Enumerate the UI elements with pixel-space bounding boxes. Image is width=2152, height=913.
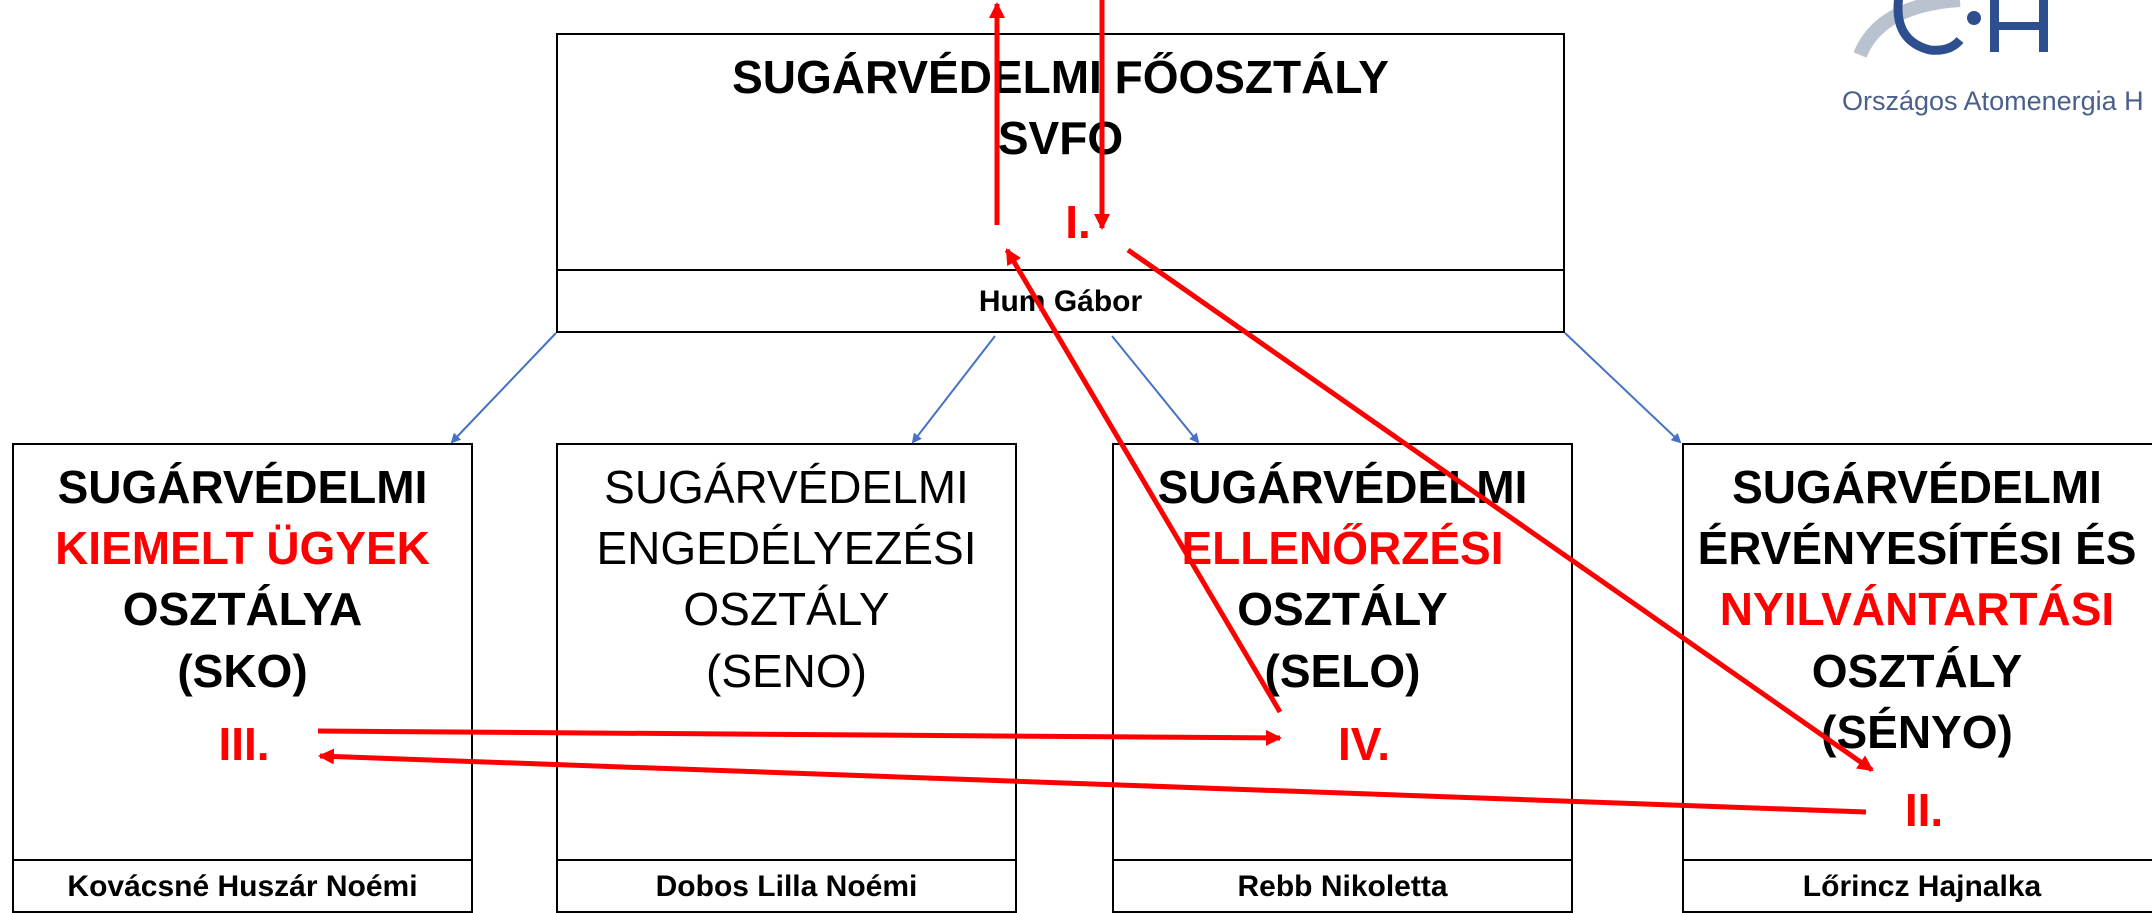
department-line: ENGEDÉLYEZÉSI	[596, 522, 977, 575]
flow-arrow-to-senyo	[1126, 247, 1874, 773]
hierarchy-connector	[450, 332, 557, 444]
department-line: ELLENŐRZÉSI	[1181, 522, 1504, 575]
hierarchy-connector	[1111, 335, 1200, 444]
department-line: OSZTÁLY	[1237, 583, 1448, 636]
head-department-head: Hum Gábor	[558, 269, 1563, 331]
department-abbr: (SELO)	[1264, 644, 1421, 697]
flow-arrow-sko-to-selo	[317, 728, 1282, 746]
numeral-label: I.	[1065, 196, 1091, 248]
oah-logo	[1840, 0, 2152, 130]
department-line: OSZTÁLY	[683, 583, 890, 636]
head-department-title: SUGÁRVÉDELMI FŐOSZTÁLY	[732, 51, 1389, 103]
department-line: SUGÁRVÉDELMI	[57, 461, 428, 513]
department-box-senyo: SUGÁRVÉDELMI ÉRVÉNYESÍTÉSI ÉS NYILVÁNTAR…	[1682, 443, 2152, 913]
department-abbr: (SENO)	[706, 644, 867, 697]
numeral-label: III.	[218, 718, 270, 770]
logo-org-text: Országos Atomenergia H	[1842, 86, 2144, 116]
department-box-selo: SUGÁRVÉDELMI ELLENŐRZÉSI OSZTÁLY (SELO) …	[1112, 443, 1573, 913]
numeral-label: II.	[1904, 784, 1944, 836]
department-line: SUGÁRVÉDELMI	[604, 461, 969, 513]
hierarchy-connector	[911, 335, 996, 444]
department-line: ÉRVÉNYESÍTÉSI ÉS	[1697, 522, 2137, 575]
department-box-seno: SUGÁRVÉDELMI ENGEDÉLYEZÉSI OSZTÁLY (SENO…	[556, 443, 1017, 913]
department-line: KIEMELT ÜGYEK	[55, 522, 430, 575]
connector-overlay	[317, 0, 1874, 815]
department-line: OSZTÁLY	[1811, 644, 2023, 697]
department-line: NYILVÁNTARTÁSI	[1719, 583, 2115, 636]
department-line: OSZTÁLYA	[122, 583, 363, 636]
department-abbr: (SKO)	[177, 644, 308, 697]
head-department-box: SUGÁRVÉDELMI FŐOSZTÁLY SVFO I. Hum Gábor	[556, 33, 1565, 333]
department-box-sko: SUGÁRVÉDELMI KIEMELT ÜGYEK OSZTÁLYA (SKO…	[12, 443, 473, 913]
department-line: SUGÁRVÉDELMI	[1732, 461, 2102, 513]
hierarchy-connector	[1564, 332, 1682, 444]
numeral-label: IV.	[1337, 718, 1391, 770]
flow-arrow-senyo-to-sko	[318, 748, 1867, 815]
oah-logo-icon	[1853, 0, 2048, 58]
flow-arrow-selo-to-head	[1004, 248, 1283, 714]
department-abbr: (SÉNYO)	[1821, 705, 2013, 758]
